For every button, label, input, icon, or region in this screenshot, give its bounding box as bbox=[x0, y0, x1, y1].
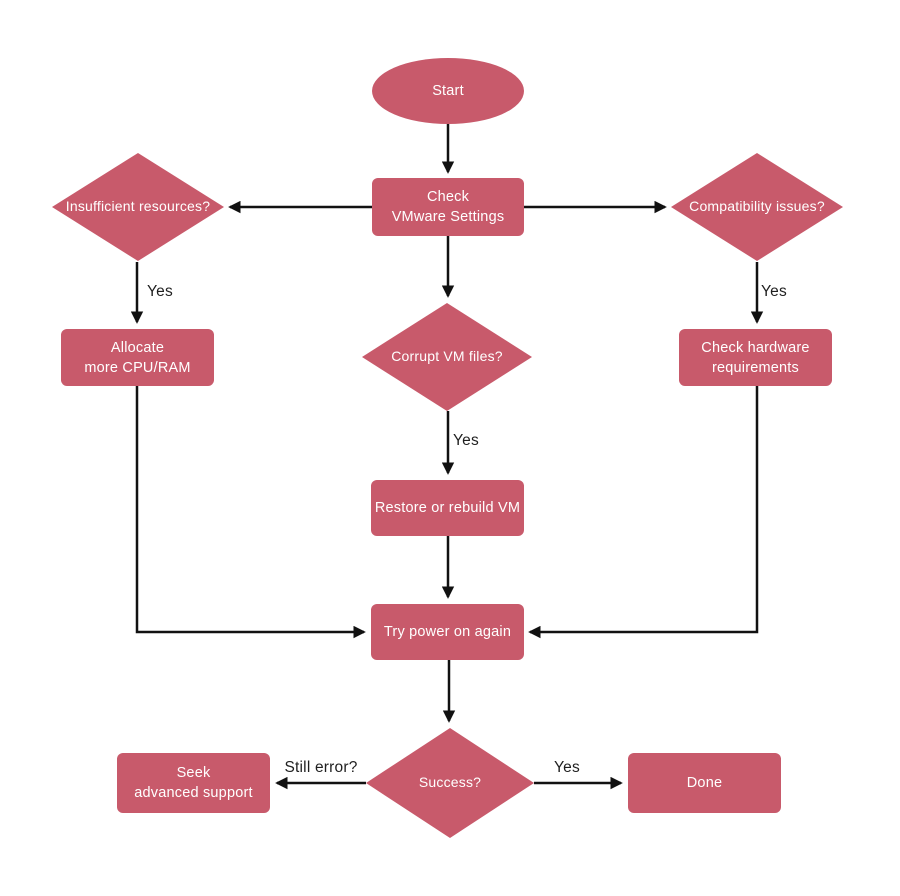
node-restore-or-rebuild-vm-label: Restore or rebuild VM bbox=[374, 500, 521, 516]
edge-label-yes-corrupt: Yes bbox=[453, 432, 479, 449]
node-restore-or-rebuild-vm: Restore or rebuild VM bbox=[371, 480, 524, 536]
node-check-vmware-settings: Check VMware Settings bbox=[372, 178, 524, 236]
node-try-power-on-again: Try power on again bbox=[371, 604, 524, 660]
node-check-vmware-settings-label: Check VMware Settings bbox=[391, 189, 505, 225]
edge-label-yes-compatibility: Yes bbox=[761, 283, 787, 300]
node-start-label: Start bbox=[432, 83, 464, 99]
node-start: Start bbox=[372, 58, 524, 124]
node-allocate-more-cpu-ram: Allocate more CPU/RAM bbox=[61, 329, 214, 386]
node-compatibility-issues: Compatibility issues? bbox=[671, 153, 843, 261]
node-success-label: Success? bbox=[418, 774, 482, 791]
node-done: Done bbox=[628, 753, 781, 813]
edge-label-yes-success: Yes bbox=[554, 759, 580, 776]
edge-label-yes-insufficient: Yes bbox=[147, 283, 173, 300]
node-success: Success? bbox=[366, 728, 534, 838]
node-compatibility-issues-label: Compatibility issues? bbox=[689, 198, 825, 215]
edge-allocate-to-try bbox=[135, 386, 366, 639]
edge-label-still-error: Still error? bbox=[284, 759, 358, 776]
node-seek-advanced-support: Seek advanced support bbox=[117, 753, 270, 813]
node-corrupt-vm-files-label: Corrupt VM files? bbox=[391, 348, 503, 365]
node-done-label: Done bbox=[686, 775, 723, 791]
node-allocate-more-cpu-ram-label: Allocate more CPU/RAM bbox=[84, 339, 191, 376]
node-insufficient-resources: Insufficient resources? bbox=[52, 153, 224, 261]
node-corrupt-vm-files: Corrupt VM files? bbox=[362, 303, 532, 411]
node-check-hardware-requirements-label: Check hardware requirements bbox=[701, 339, 810, 376]
edge-hardware-to-try bbox=[528, 386, 759, 639]
node-check-hardware-requirements: Check hardware requirements bbox=[679, 329, 832, 386]
node-seek-advanced-support-label: Seek advanced support bbox=[134, 765, 253, 801]
node-insufficient-resources-label: Insufficient resources? bbox=[65, 198, 211, 215]
node-try-power-on-again-label: Try power on again bbox=[383, 624, 512, 640]
